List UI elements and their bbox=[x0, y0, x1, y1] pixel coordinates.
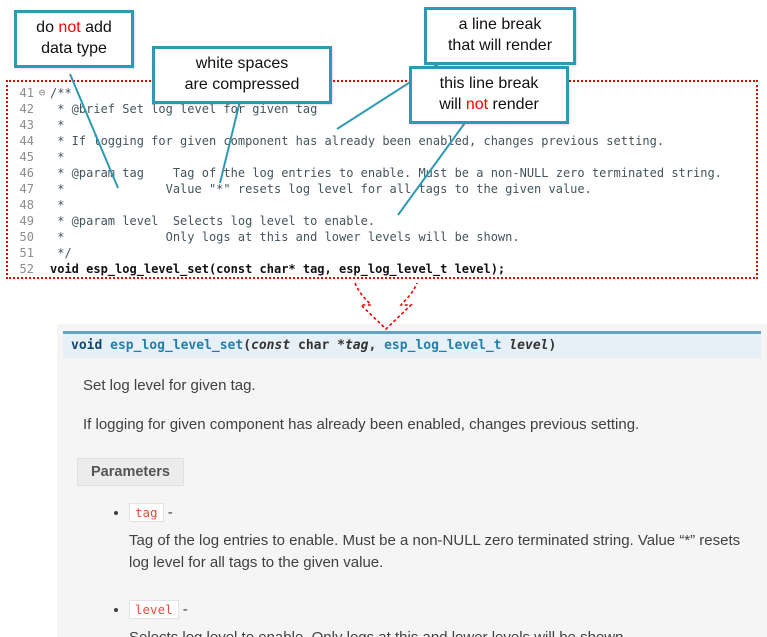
line-number: 43 bbox=[19, 118, 34, 132]
line-number: 48 bbox=[19, 198, 34, 212]
fold-gutter bbox=[34, 165, 50, 181]
callout-no-datatype: do not add data type bbox=[14, 10, 134, 68]
callout-line: a line break bbox=[458, 16, 542, 33]
code-line: 48 * bbox=[10, 197, 756, 213]
code-text: * If logging for given component has alr… bbox=[50, 134, 665, 148]
callout-line: are compressed bbox=[184, 75, 300, 93]
code-line: 51 */ bbox=[10, 245, 756, 261]
parameter-description: Tag of the log entries to enable. Must b… bbox=[129, 531, 741, 572]
parameter-name-literal: tag bbox=[129, 502, 164, 522]
parameters-header: Parameters bbox=[77, 457, 184, 486]
code-text: /** bbox=[50, 86, 72, 100]
parameter-name-row: tag - bbox=[129, 502, 767, 523]
code-line: 49 * @param level Selects log level to e… bbox=[10, 213, 756, 229]
code-text: */ bbox=[50, 246, 72, 260]
code-line: 47 * Value "*" resets log level for all … bbox=[10, 181, 756, 197]
callout-line: this line break bbox=[439, 75, 539, 92]
fold-gutter bbox=[34, 213, 50, 229]
code-text: * bbox=[50, 118, 65, 132]
line-number: 42 bbox=[19, 102, 34, 116]
parameter-item: level - Selects log level to enable. Only… bbox=[129, 599, 767, 637]
code-line: 50 * Only logs at this and lower levels … bbox=[10, 229, 756, 245]
code-line: 46 * @param tag Tag of the log entries t… bbox=[10, 165, 756, 181]
line-number: 45 bbox=[19, 150, 34, 164]
fold-gutter bbox=[34, 261, 50, 277]
code-line: 45 * bbox=[10, 149, 756, 165]
code-text: * @param level Selects log level to enab… bbox=[50, 214, 376, 228]
line-number: 52 bbox=[19, 262, 34, 276]
line-number: 49 bbox=[19, 214, 34, 228]
code-line: 42 * @brief Set log level for given tag bbox=[10, 101, 756, 117]
code-text: * bbox=[50, 150, 65, 164]
fold-gutter bbox=[34, 101, 50, 117]
line-number: 41 bbox=[19, 86, 34, 100]
line-number: 46 bbox=[19, 166, 34, 180]
parameter-name-row: level - bbox=[129, 599, 767, 620]
fold-gutter bbox=[34, 197, 50, 213]
code-line: 44 * If logging for given component has … bbox=[10, 133, 756, 149]
line-number: 51 bbox=[19, 246, 34, 260]
line-number: 47 bbox=[19, 182, 34, 196]
code-line: 52 void esp_log_level_set(const char* tag… bbox=[10, 261, 756, 277]
callout-line: will not render bbox=[439, 95, 539, 113]
fold-gutter bbox=[34, 229, 50, 245]
code-line: 43 * bbox=[10, 117, 756, 133]
callout-line: do not add bbox=[36, 19, 112, 36]
code-text: * bbox=[50, 198, 65, 212]
fold-gutter bbox=[34, 245, 50, 261]
doc-brief: Set log level for given tag. bbox=[83, 377, 256, 394]
callout-break-renders: a line break that will render bbox=[424, 7, 576, 65]
callout-line: that will render bbox=[447, 36, 553, 54]
code-text: * Value "*" resets log level for all tag… bbox=[50, 182, 592, 196]
callout-line: white spaces bbox=[195, 55, 289, 72]
rendered-docs: void esp_log_level_set(const char *tag, … bbox=[57, 324, 767, 637]
line-number: 44 bbox=[19, 134, 34, 148]
parameter-item: tag - Tag of the log entries to enable. M… bbox=[129, 502, 767, 575]
parameter-description: Selects log level to enable. Only logs a… bbox=[129, 628, 628, 637]
callout-line: data type bbox=[41, 39, 107, 57]
fold-gutter bbox=[34, 181, 50, 197]
function-signature: void esp_log_level_set(const char *tag, … bbox=[63, 331, 761, 358]
parameter-name-literal: level bbox=[129, 599, 179, 619]
code-text: * @param tag Tag of the log entries to e… bbox=[50, 166, 722, 180]
code-text: void esp_log_level_set(const char* tag, … bbox=[50, 262, 506, 276]
code-lines: 41 ⊖ /**42 * @brief Set log level for give… bbox=[10, 85, 756, 277]
code-editor: 41 ⊖ /**42 * @brief Set log level for give… bbox=[6, 80, 758, 279]
callout-break-no-render: this line break will not render bbox=[409, 66, 569, 124]
code-line: 41 ⊖ /** bbox=[10, 85, 756, 101]
callout-whitespace: white spaces are compressed bbox=[152, 46, 332, 104]
down-arrow-icon bbox=[354, 282, 418, 331]
code-text: * Only logs at this and lower levels wil… bbox=[50, 230, 520, 244]
signature-code: void esp_log_level_set(const char *tag, … bbox=[71, 338, 557, 353]
fold-gutter bbox=[34, 133, 50, 149]
line-number: 50 bbox=[19, 230, 34, 244]
fold-gutter bbox=[34, 117, 50, 133]
fold-gutter bbox=[34, 149, 50, 165]
doc-detail: If logging for given component has alrea… bbox=[83, 415, 640, 433]
parameters-list: tag - Tag of the log entries to enable. M… bbox=[129, 502, 767, 637]
fold-collapse-icon[interactable]: ⊖ bbox=[38, 86, 46, 99]
